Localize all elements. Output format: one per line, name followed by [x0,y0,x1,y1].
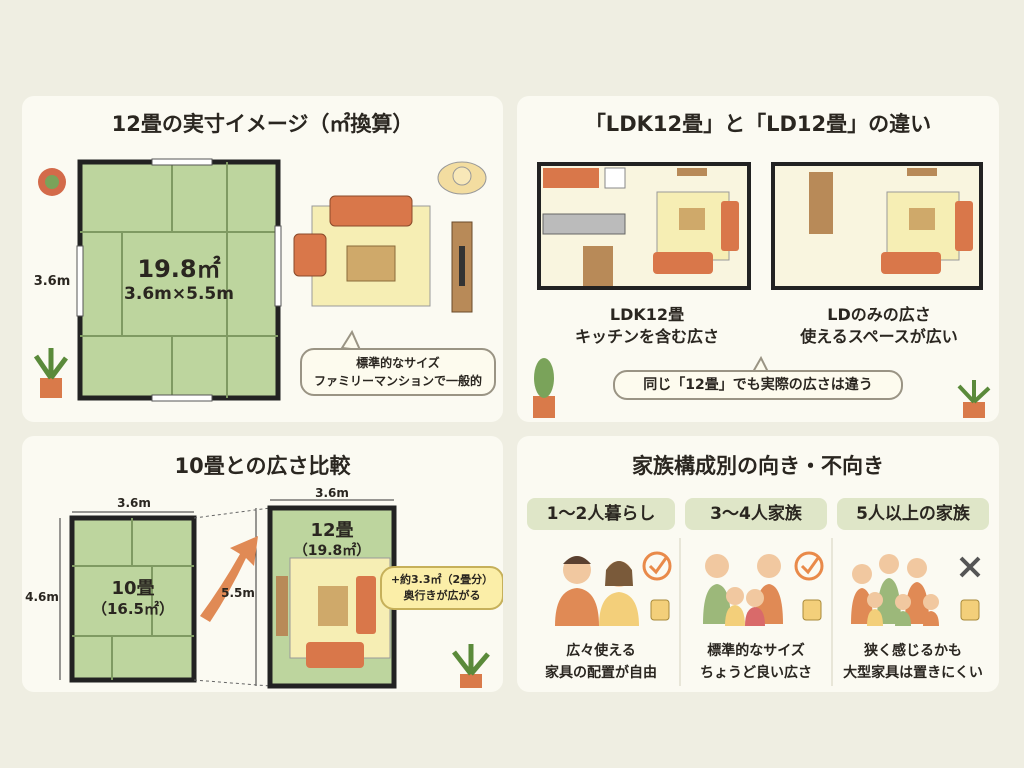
room-10jo-name: 10畳 [111,578,155,599]
column-note-5plus: 狭く感じるかも 大型家具は置きにくい [843,643,983,681]
panel-title: 12畳の実寸イメージ（㎡換算） [111,112,414,136]
room-12jo-area: （19.8㎡） [293,543,371,559]
potted-plant-icon [452,644,490,688]
side-dimension: 3.6m [33,274,71,289]
panel-12jo-real-size: 12畳の実寸イメージ（㎡換算） [22,96,503,422]
panel-family-suitability: 家族構成別の向き・不向き 1〜2人暮らし 3〜4人家族 5人以上の家族 [517,436,999,692]
ld-label: LDのみの広さ 使えるスペースが広い [800,305,958,346]
column-note-1-2: 広々使える 家具の配置が自由 [545,643,657,681]
panel-title: 「LDK12畳」と「LD12畳」の違い [584,112,932,136]
panel-title: 10畳との広さ比較 [174,454,351,478]
panel-title: 家族構成別の向き・不向き [632,454,884,478]
family-of-four-icon [703,554,783,626]
room-12jo-name: 12畳 [310,520,354,541]
check-icon [794,551,824,581]
potted-plant-icon [533,358,555,418]
potted-plant-icon [957,380,991,418]
check-icon [642,551,672,581]
family-illustrations [555,538,981,686]
couple-icon [555,556,639,626]
floor-plan-12jo [33,158,487,402]
plant-icon [38,168,66,196]
sofa-icon [329,195,413,227]
right-width-label: 3.6m [315,486,349,500]
column-head-1-2: 1〜2人暮らし [527,498,675,530]
hat-icon [437,161,487,195]
thumbs-down-icon [960,599,980,621]
potted-plant-icon [33,348,68,398]
difference-callout: +約3.3㎡（2畳分） 奥行きが広がる [380,566,503,610]
panel-ldk-vs-ld: 「LDK12畳」と「LD12畳」の違い LDK12畳 キッチ [517,96,999,422]
thumbs-up-icon [802,599,822,621]
column-note-3-4: 標準的なサイズ ちょうど良い広さ [700,643,812,681]
left-height-label: 4.6m [25,590,59,604]
room-dimensions: 3.6m×5.5m [124,284,234,304]
floor-plans-ldk-ld [533,162,991,418]
large-family-icon [851,554,939,626]
thumbs-up-icon [650,599,670,621]
column-head-5plus: 5人以上の家族 [837,498,989,530]
ldk-label: LDK12畳 キッチンを含む広さ [574,305,719,346]
note-bubble: 同じ「12畳」でも実際の広さは違う [613,370,903,400]
left-width-label: 3.6m [117,496,151,510]
right-height-label: 5.5m [221,586,255,600]
arrow-icon [200,536,258,622]
cross-icon [959,556,981,578]
room-10jo-area: （16.5㎡） [91,600,174,618]
room-area: 19.8㎡ [137,255,221,283]
column-head-3-4: 3〜4人家族 [685,498,827,530]
armchair-icon [293,233,327,277]
comparison-plans [59,499,490,689]
note-bubble: 標準的なサイズ ファミリーマンションで一般的 [300,348,496,396]
panel-10jo-comparison: 10畳との広さ比較 3.6m 3.6m 4.6m 5.5m 10畳 [22,436,503,692]
